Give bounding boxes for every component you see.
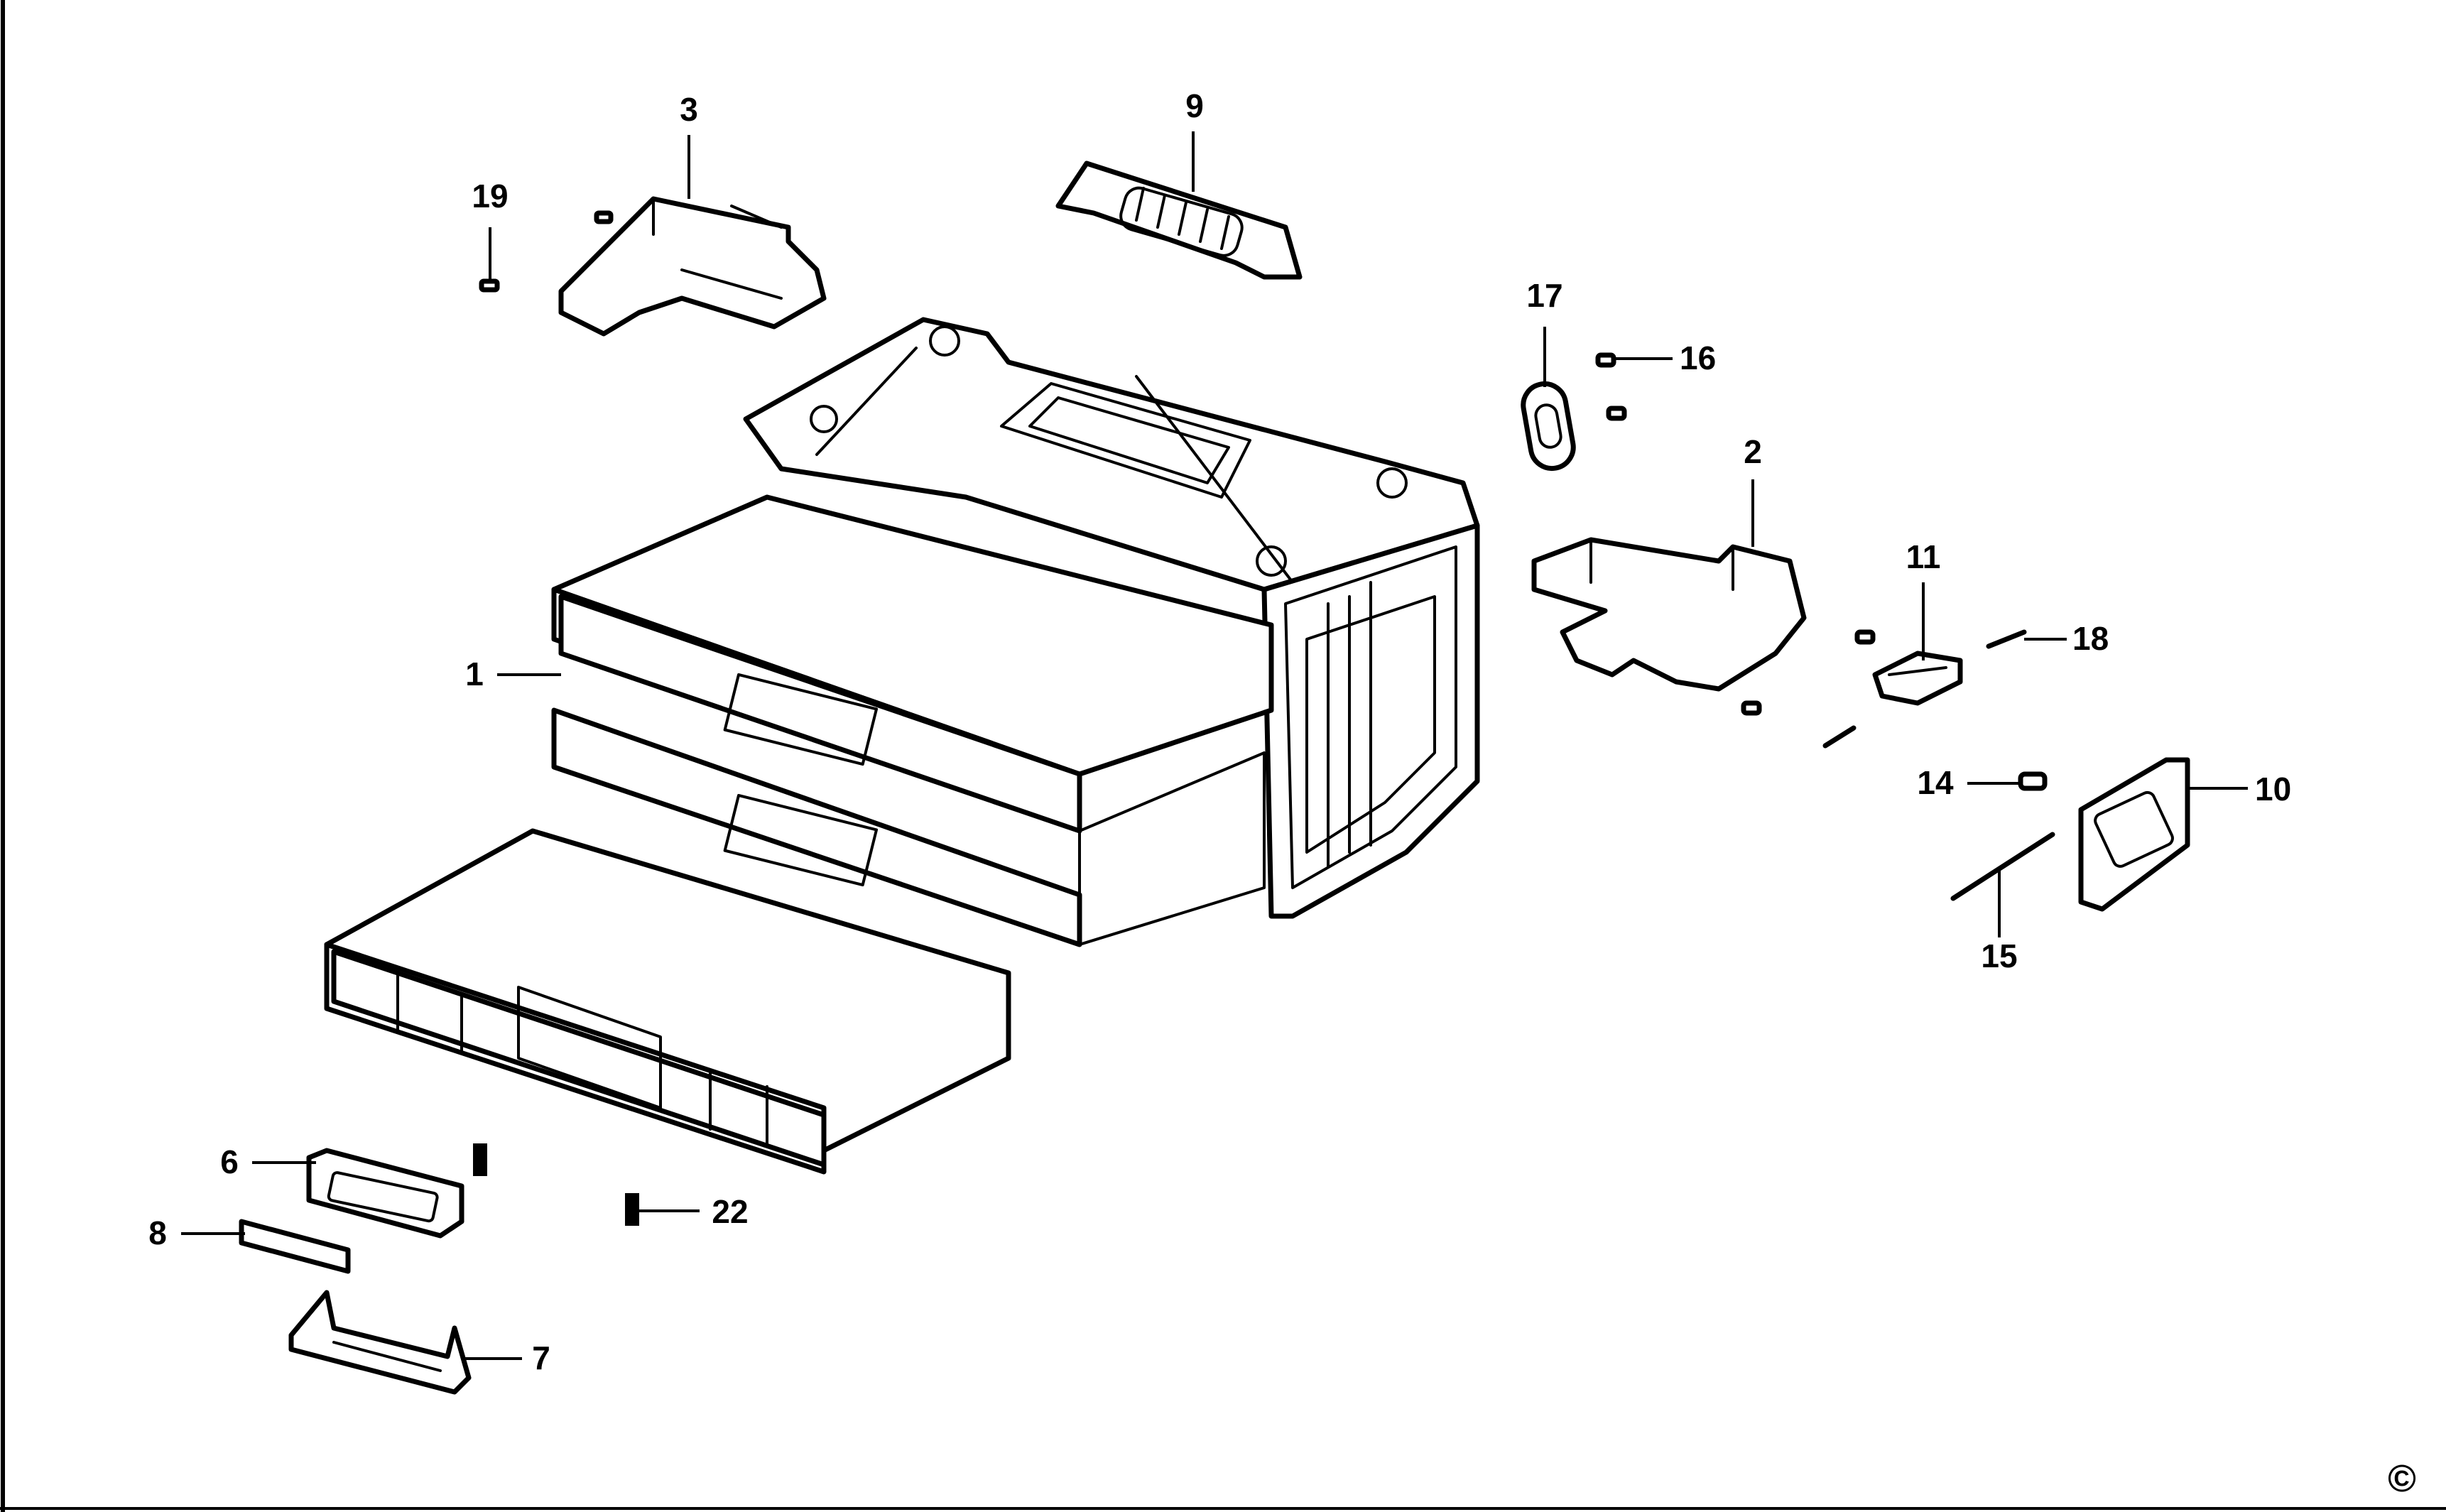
part-17-plate <box>1521 381 1576 472</box>
part-16-screw-2 <box>1606 406 1627 421</box>
copyright-mark: © <box>2388 1457 2416 1500</box>
part-11-latch <box>1872 651 1963 706</box>
label-part-15: 15 <box>1981 937 2017 974</box>
part-3-bracket <box>558 196 827 337</box>
case-body <box>743 317 1480 919</box>
label-part-7: 7 <box>532 1339 550 1376</box>
part-8-strip <box>239 1219 351 1274</box>
part-3-screw <box>594 210 614 224</box>
part-11-screw-2 <box>1741 700 1762 716</box>
part-16-screw <box>1595 352 1616 368</box>
part-2-bracket <box>1531 537 1807 692</box>
label-part-18: 18 <box>2072 620 2109 657</box>
part-9-handle <box>1055 161 1303 280</box>
label-part-22: 22 <box>712 1193 748 1230</box>
label-part-19: 19 <box>472 178 508 214</box>
label-part-3: 3 <box>680 91 698 128</box>
drawer-bottom-open <box>324 828 1011 1175</box>
part-18-pin-2 <box>1822 725 1857 749</box>
label-part-6: 6 <box>220 1143 239 1180</box>
part-7-rail <box>288 1290 472 1395</box>
label-part-11: 11 <box>1906 538 1941 575</box>
label-part-10: 10 <box>2255 771 2291 807</box>
drawer-middle <box>551 707 1266 947</box>
part-10-side-handle <box>2078 757 2190 912</box>
label-part-17: 17 <box>1526 277 1562 314</box>
label-part-14: 14 <box>1917 764 1954 801</box>
label-part-8: 8 <box>148 1214 167 1251</box>
label-part-9: 9 <box>1185 87 1204 124</box>
part-15-rod <box>1950 832 2055 901</box>
label-part-16: 16 <box>1680 339 1716 376</box>
part-11-screw <box>1854 629 1876 645</box>
drawer-top <box>551 494 1274 834</box>
label-part-1: 1 <box>465 656 484 692</box>
part-14-spring-pin <box>2018 771 2048 791</box>
part-18-pin <box>1986 629 2027 649</box>
part-22-spring-top <box>473 1143 487 1176</box>
part-22-spring-bottom <box>625 1193 639 1226</box>
part-6-clip <box>306 1148 464 1239</box>
label-part-2: 2 <box>1744 433 1762 470</box>
